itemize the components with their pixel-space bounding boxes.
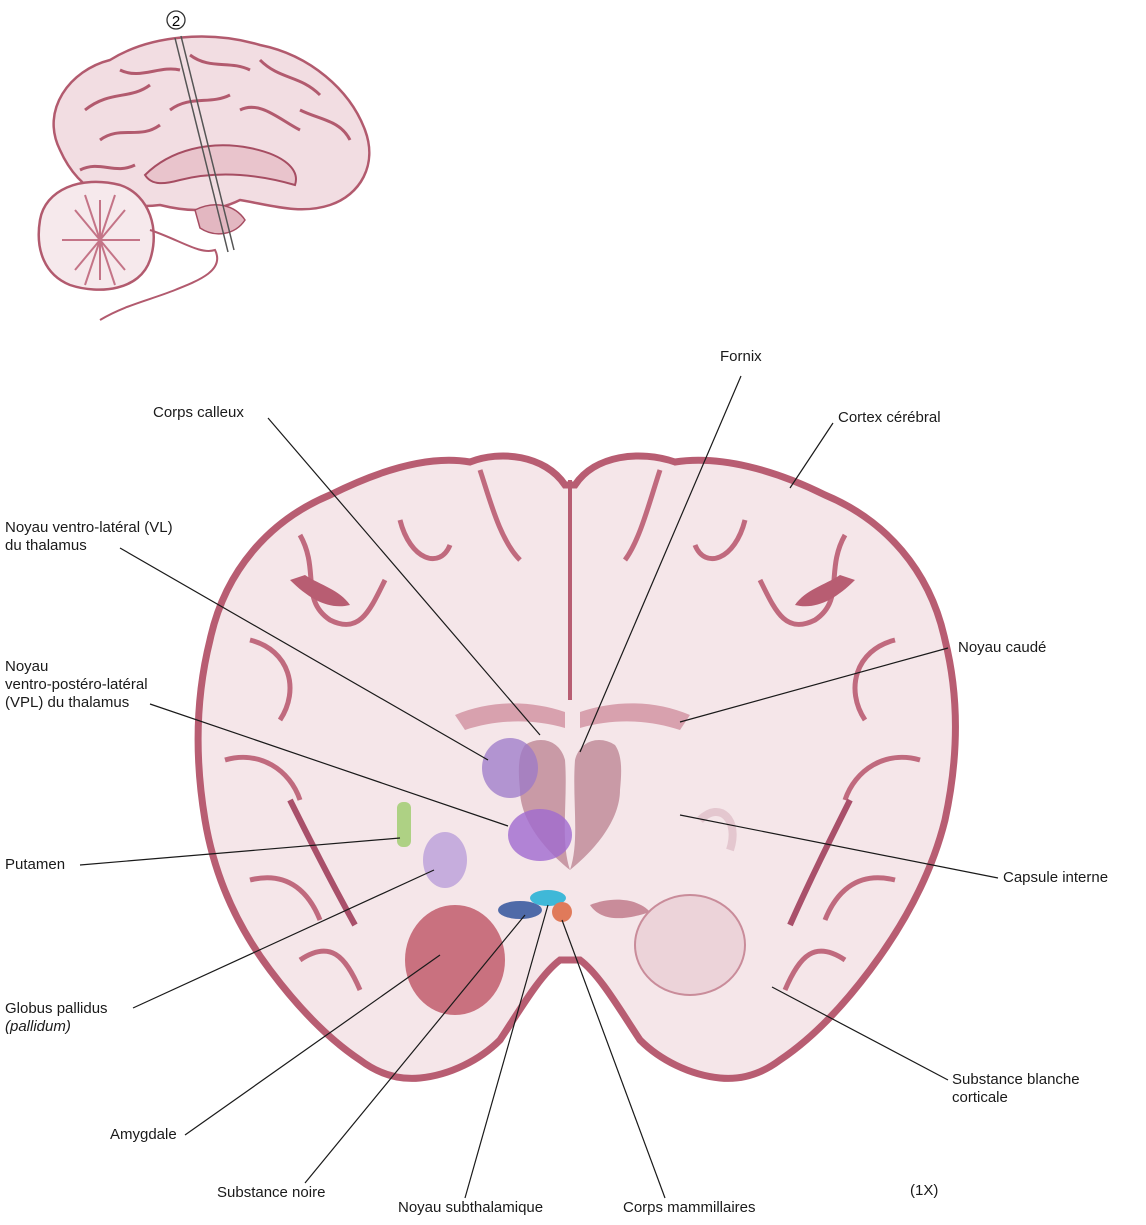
amygdala-marker [405,905,505,1015]
label-globus-pallidus-line2: (pallidum) [5,1018,108,1036]
label-substance-blanche: Substance blanche corticale [952,1071,1080,1107]
label-globus-pallidus-line1: Globus pallidus [5,1000,108,1018]
label-cortex-cerebral: Cortex cérébral [838,409,941,427]
leader-cortex [790,423,833,488]
vl-nucleus [482,738,538,798]
label-noyau-vpl-line2: ventro-postéro-latéral [5,676,148,694]
label-capsule-interne: Capsule interne [1003,869,1108,887]
vpl-nucleus [508,809,572,861]
label-substance-noire: Substance noire [217,1184,325,1202]
label-noyau-vpl: Noyau ventro-postéro-latéral (VPL) du th… [5,658,148,712]
coronal-section [198,456,955,1078]
label-noyau-vl-line2: du thalamus [5,537,173,555]
label-noyau-vl: Noyau ventro-latéral (VL) du thalamus [5,519,173,555]
label-fornix: Fornix [720,348,762,366]
label-putamen: Putamen [5,856,65,874]
scale-note: (1X) [910,1182,938,1200]
label-noyau-vl-line1: Noyau ventro-latéral (VL) [5,519,173,537]
label-substance-blanche-line2: corticale [952,1089,1080,1107]
sagittal-brain-inset [39,11,370,320]
label-globus-pallidus: Globus pallidus (pallidum) [5,1000,108,1036]
globus-pallidus-marker [423,832,467,888]
mammillary-marker [552,902,572,922]
putamen-marker [397,802,411,847]
label-noyau-subthalamique: Noyau subthalamique [398,1199,543,1217]
label-amygdale: Amygdale [110,1126,177,1144]
label-noyau-vpl-line3: (VPL) du thalamus [5,694,148,712]
section-marker: 2 [172,13,180,30]
label-noyau-vpl-line1: Noyau [5,658,148,676]
label-corps-mammillaires: Corps mammillaires [623,1199,756,1217]
label-substance-blanche-line1: Substance blanche [952,1071,1080,1089]
label-noyau-caude: Noyau caudé [958,639,1046,657]
label-corps-calleux: Corps calleux [153,404,244,422]
